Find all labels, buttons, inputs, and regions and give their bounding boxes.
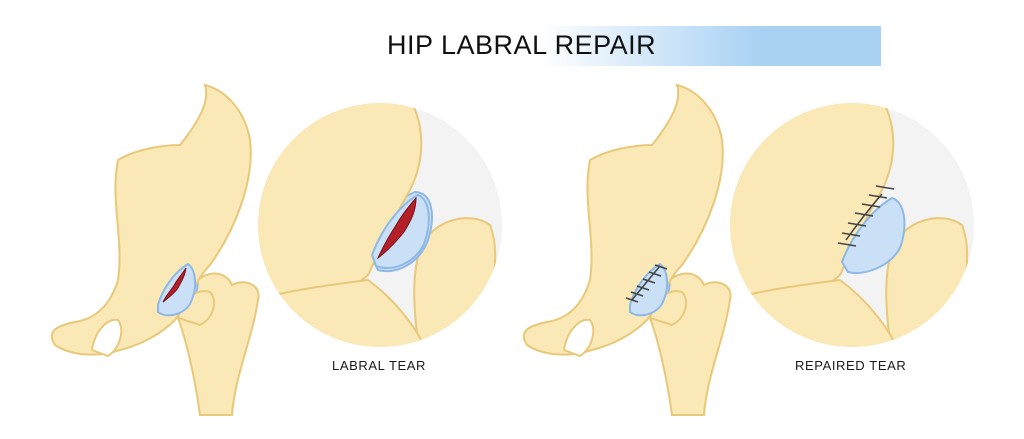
caption-repaired-tear: REPAIRED TEAR <box>795 358 907 373</box>
zoom-circle-torn <box>258 103 502 347</box>
zoom-circle-repaired <box>730 103 974 347</box>
labral-tear-left <box>162 267 187 303</box>
caption-labral-tear: LABRAL TEAR <box>332 358 427 373</box>
diagram-title: HIP LABRAL REPAIR <box>387 30 657 60</box>
title-highlight-bar <box>540 26 881 66</box>
obturator-foramen-left <box>90 318 123 358</box>
sutures-large <box>837 185 895 247</box>
hip-bone-torn <box>50 83 260 416</box>
hip-bone-repaired <box>522 83 732 416</box>
pelvis-left <box>50 83 252 356</box>
sutures-small <box>625 264 668 303</box>
